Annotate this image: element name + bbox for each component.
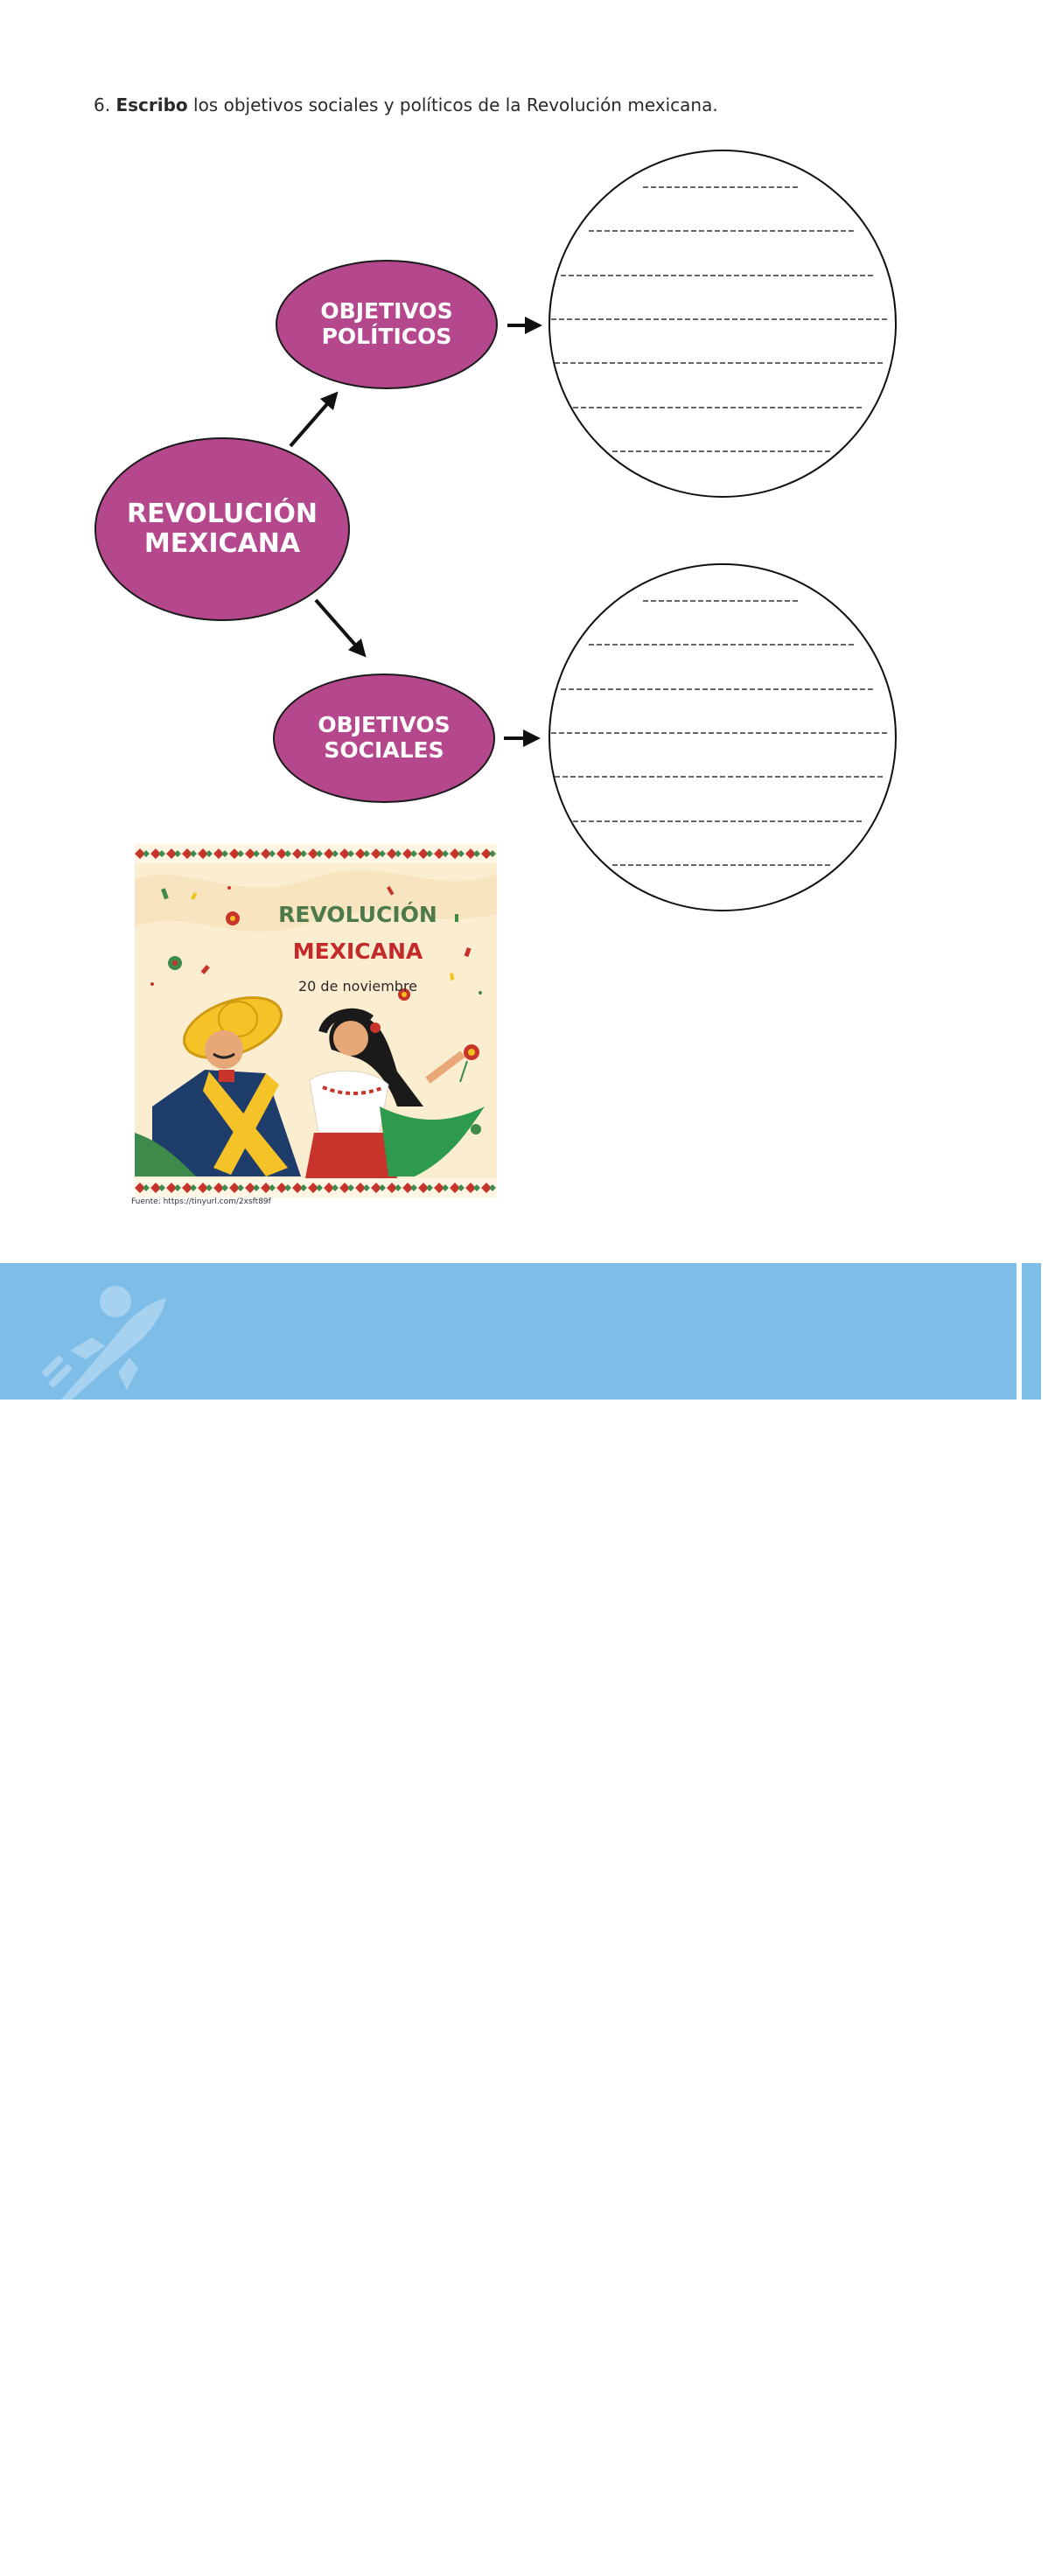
social-objectives-ellipse: OBJETIVOS SOCIALES [273,674,495,803]
woman-illustration [305,1008,485,1178]
page-number: 272 [102,2556,130,2573]
social-answer-circle[interactable] [548,563,897,911]
poster-title-line2: MEXICANA [292,939,423,964]
social-line2: SOCIALES [324,737,444,763]
footer-bar: 272 Texto de Historia [0,1263,1017,2573]
revolution-ellipse: REVOLUCIÓN MEXICANA [94,437,350,621]
arrow-to-political [289,391,339,448]
poster-date: 20 de noviembre [297,978,418,995]
footer-title: Texto de Historia [160,2547,328,2568]
instruction-verb: Escribo [115,94,188,115]
poster-title-line1: REVOLUCIÓN [278,902,437,927]
political-line2: POLÍTICOS [321,324,452,349]
footer-edge-tab [1022,1263,1041,1400]
instruction-number: 6. [94,94,111,115]
political-line1: OBJETIVOS [320,298,453,325]
instruction-text: 6. Escribo los objetivos sociales y polí… [94,94,718,115]
center-line2: MEXICANA [143,528,301,559]
poster-border-pattern [135,848,496,1193]
image-source-caption: Fuente: https://tinyurl.com/2xsft89f [131,1197,271,1206]
revolution-poster-image: REVOLUCIÓN MEXICANA 20 de noviembre [135,844,497,1197]
social-line1: OBJETIVOS [318,712,451,738]
arrow-to-social [314,598,367,658]
man-illustration [135,996,301,1176]
political-answer-circle[interactable] [548,150,897,498]
rocket-icon [41,1286,166,1400]
poster-art [135,844,497,1197]
confetti [150,886,482,995]
diagram-lines [289,150,897,911]
political-objectives-ellipse: OBJETIVOS POLÍTICOS [276,260,498,389]
instruction-rest: los objetivos sociales y políticos de la… [193,94,718,115]
flower-decoration [168,911,481,1134]
center-line1: REVOLUCIÓN [127,498,318,529]
